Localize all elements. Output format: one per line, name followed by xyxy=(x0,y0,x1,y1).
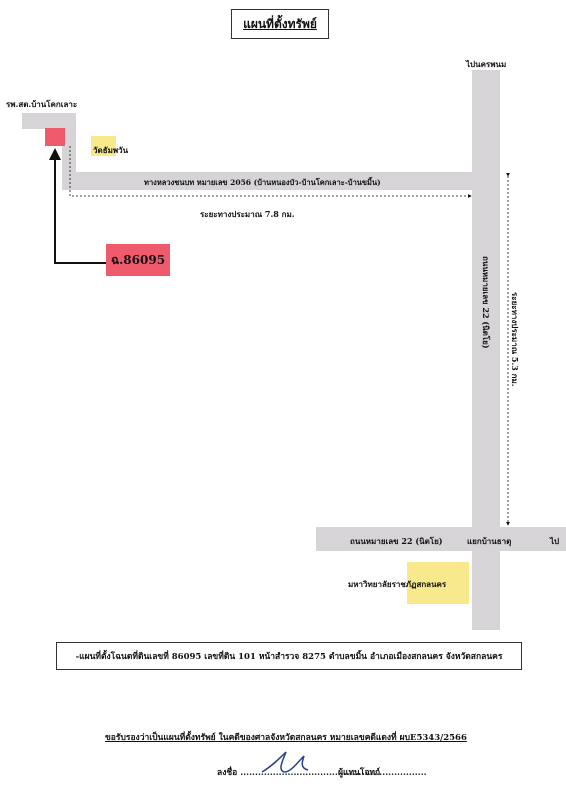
hospital-road-stub xyxy=(22,113,74,129)
signature-mark xyxy=(261,751,309,773)
label-hospital: รพ.สต.บ้านโคกเลาะ xyxy=(6,99,78,109)
label-university: มหาวิทยาลัยราชภัฏสกลนคร xyxy=(348,579,447,589)
certification-text: ขอรับรองว่าเป็นแผนที่ตั้งทรัพย์ ในคดีของ… xyxy=(105,733,467,743)
label-edge: ไป xyxy=(550,536,560,546)
signature-role: ผู้แทนโจทก์ xyxy=(338,768,381,778)
university-marker xyxy=(407,562,469,604)
label-north: ไปนครพนม xyxy=(466,59,507,69)
label-temple: วัดธัมพวัน xyxy=(93,145,129,155)
property-marker xyxy=(45,128,65,146)
label-junction: แยกบ้านธาตุ xyxy=(467,536,512,546)
deed-info-box: -แผนที่ตั้งโฉนดที่ดินเลขที่ 86095 เลขที่… xyxy=(56,642,522,670)
plot-label-box: ฉ.86095 xyxy=(106,244,170,276)
side-road-vertical xyxy=(62,113,76,190)
label-distance-vertical: ระยะทางประมาณ 5.3 กม. xyxy=(510,292,520,387)
label-distance-horizontal: ระยะทางประมาณ 7.8 กม. xyxy=(200,209,295,219)
page-title: แผนที่ตั้งทรัพย์ xyxy=(231,9,329,39)
label-highway-bottom: ถนนหมายเลข 22 (นิตโย) xyxy=(350,536,443,546)
label-highway-vertical: ถนนหมายเลข 22 (นิตโย) xyxy=(481,256,491,349)
highway-22-horizontal xyxy=(316,527,566,551)
signature-line: ลงชื่อ .................................… xyxy=(217,768,427,778)
label-main-road: ทางหลวงชนบท หมายเลข 2056 (บ้านหนองบัว-บ้… xyxy=(144,178,381,187)
